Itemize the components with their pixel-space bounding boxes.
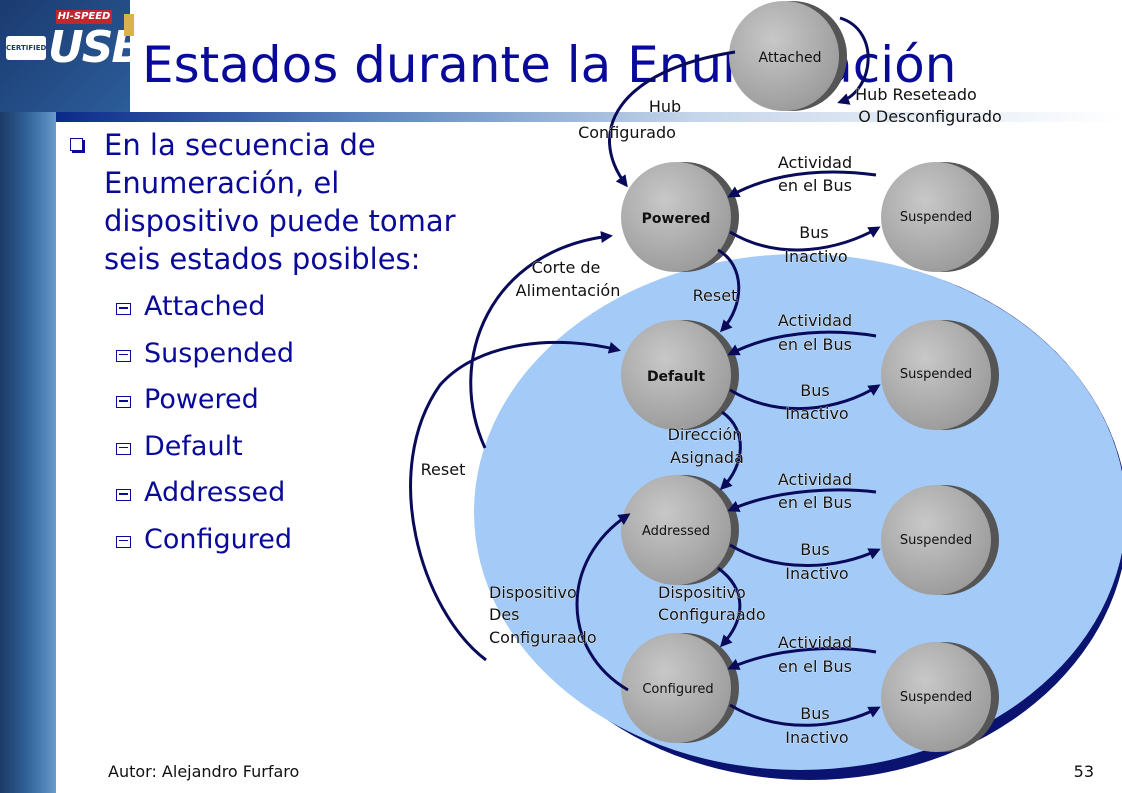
arrow-suspended4-to-configured	[727, 647, 877, 670]
state-suspended-label: Suspended	[900, 533, 972, 548]
label-inactivo: Inactivo	[785, 564, 848, 583]
logo-certified-badge: CERTIFIED	[6, 36, 46, 60]
window-bullet-icon	[116, 442, 131, 455]
arrow-suspended1-to-powered	[727, 170, 877, 198]
label-en-el-bus: en el Bus	[778, 176, 852, 195]
gold-accent	[124, 14, 134, 36]
window-bullet-icon	[116, 396, 131, 408]
sub-bullet-text: Powered	[144, 384, 259, 415]
label-des: Des	[489, 605, 520, 624]
sub-bullet-item: Default	[114, 424, 470, 471]
label-configuraado-left: Configuraado	[489, 628, 597, 647]
arrow-addressed-to-suspended3	[729, 543, 881, 567]
label-dispositivo-right: Dispositivo	[658, 583, 746, 602]
label-hub: Hub	[649, 97, 681, 116]
label-en-el-bus: en el Bus	[778, 335, 852, 354]
arrow-suspended2-to-default	[727, 330, 877, 356]
window-bullet-icon	[116, 303, 131, 315]
sub-bullet-text: Addressed	[144, 477, 286, 508]
sub-bullet-text: Suspended	[144, 337, 295, 369]
state-powered-label: Powered	[642, 211, 711, 227]
state-attached-label: Attached	[759, 50, 822, 66]
sub-bullet-item: Addressed	[114, 470, 470, 517]
label-configurado: Configurado	[578, 123, 676, 142]
label-bus: Bus	[800, 381, 829, 400]
state-default	[621, 320, 739, 430]
bullet-list: En la secuencia de Enumeración, el dispo…	[70, 126, 470, 563]
state-addressed-label: Addressed	[642, 524, 710, 539]
state-powered	[621, 162, 739, 272]
label-dispositivo-left: Dispositivo	[489, 583, 577, 602]
sub-bullet-item: Suspended	[114, 331, 470, 378]
label-o-desconfigurado: O Desconfigurado	[858, 107, 1002, 126]
state-suspended-label: Suspended	[900, 690, 972, 705]
label-corte-de: Corte de	[532, 258, 601, 277]
state-suspended-4	[881, 642, 999, 752]
arrow-attached-to-powered	[608, 50, 736, 188]
label-bus: Bus	[799, 223, 828, 242]
main-bullet: En la secuencia de Enumeración, el dispo…	[70, 126, 470, 278]
label-actividad: Actividad	[778, 311, 852, 330]
label-hub-reseteado: Hub Reseteado	[855, 85, 977, 104]
logo-hispeed-badge: HI-SPEED	[56, 10, 112, 24]
state-addressed	[621, 475, 739, 585]
label-bus: Bus	[800, 704, 829, 723]
arrow-reset-to-default	[409, 340, 621, 662]
arrow-default-to-addressed	[719, 410, 742, 491]
label-en-el-bus: en el Bus	[778, 657, 852, 676]
footer-author: Autor: Alejandro Furfaro	[108, 762, 300, 781]
main-bullet-text: En la secuencia de Enumeración, el dispo…	[104, 128, 456, 276]
arrow-configured-to-addressed	[575, 513, 631, 692]
label-direccion: Dirección	[668, 425, 743, 444]
state-attached	[729, 1, 847, 111]
label-actividad: Actividad	[778, 470, 852, 489]
label-reset-loop: Reset	[421, 460, 466, 479]
arrow-power-cut	[469, 231, 613, 449]
state-default-label: Default	[647, 369, 705, 385]
state-suspended-1	[881, 162, 999, 272]
sub-bullet-text: Configured	[144, 523, 292, 555]
square-bullet-icon	[70, 138, 83, 151]
device-region	[474, 254, 1122, 770]
label-reset-powered: Reset	[693, 286, 738, 305]
label-inactivo: Inactivo	[785, 404, 848, 423]
state-suspended-label: Suspended	[900, 210, 972, 225]
sub-bullet-list: Attached Suspended Powered Default Addre…	[70, 284, 470, 563]
sub-bullet-item: Attached	[114, 284, 470, 331]
page-number: 53	[1073, 762, 1094, 781]
sub-bullet-item: Configured	[114, 517, 470, 564]
label-actividad: Actividad	[778, 633, 852, 652]
window-bullet-icon	[116, 489, 131, 501]
window-bullet-icon	[116, 349, 131, 362]
state-suspended-label: Suspended	[900, 367, 972, 382]
sidebar-band	[0, 112, 56, 793]
arrow-configured-to-suspended4	[729, 703, 881, 727]
state-configured	[621, 633, 739, 743]
label-inactivo: Inactivo	[785, 728, 848, 747]
sub-bullet-text: Default	[144, 430, 243, 462]
arrow-addressed-to-configured	[717, 566, 742, 648]
sub-bullet-text: Attached	[144, 291, 266, 322]
label-actividad: Actividad	[778, 153, 852, 172]
state-suspended-2	[881, 320, 999, 430]
arrow-powered-to-attached	[837, 16, 870, 105]
arrow-default-to-suspended2	[729, 384, 881, 411]
label-en-el-bus: en el Bus	[778, 493, 852, 512]
window-bullet-icon	[116, 535, 131, 548]
label-asignada: Asignada	[670, 448, 744, 467]
arrow-suspended3-to-addressed	[727, 488, 877, 512]
label-inactivo: Inactivo	[784, 247, 847, 266]
label-alimentacion: Alimentación	[516, 281, 621, 300]
label-bus: Bus	[800, 540, 829, 559]
title-underline	[56, 112, 1122, 122]
arrow-powered-to-suspended1	[729, 226, 881, 252]
arrow-powered-to-default	[717, 248, 741, 333]
sub-bullet-item: Powered	[114, 377, 470, 424]
state-suspended-3	[881, 485, 999, 595]
label-configuraado-right: Configuraado	[658, 605, 766, 624]
state-configured-label: Configured	[642, 682, 713, 697]
